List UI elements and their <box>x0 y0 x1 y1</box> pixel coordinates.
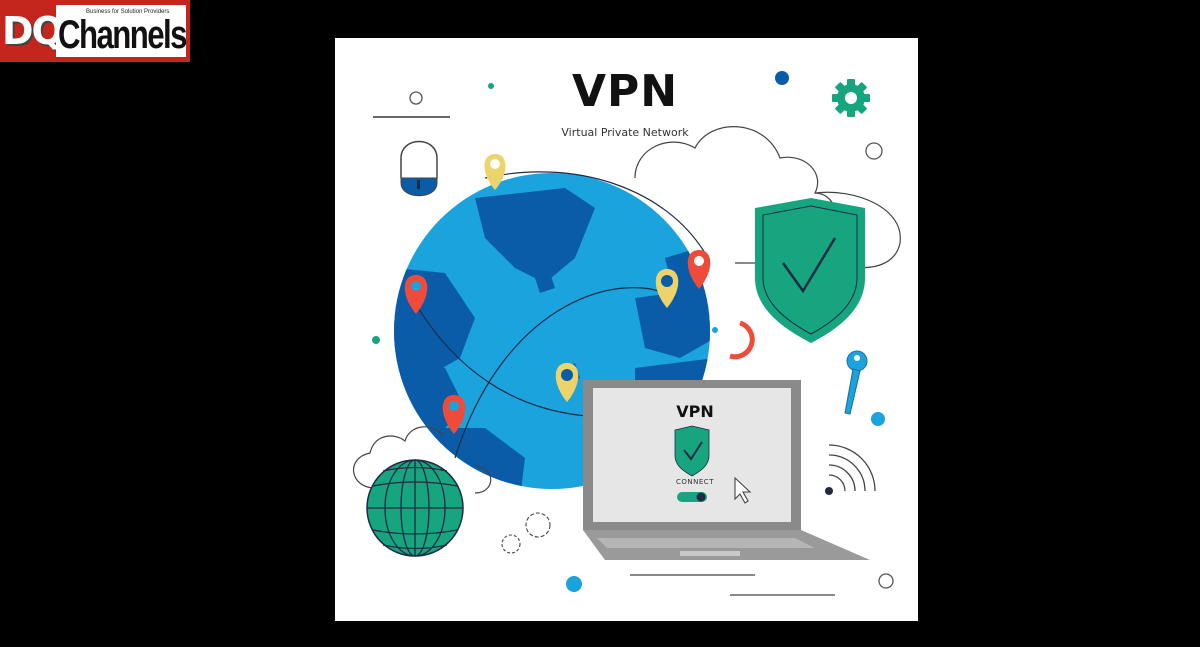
decor-dot-green <box>488 83 494 89</box>
padlock-icon <box>400 140 438 197</box>
map-pin-icon <box>404 275 428 314</box>
illustration-title: VPN <box>571 66 679 117</box>
illustration-canvas <box>352 71 901 596</box>
map-pin-icon <box>442 395 466 434</box>
cloud-icon <box>352 426 492 494</box>
cursor-icon <box>734 476 752 504</box>
loading-arc-icon <box>729 320 755 360</box>
connect-toggle <box>677 492 707 502</box>
map-pin-icon <box>687 250 711 289</box>
map-pin-icon <box>484 154 506 190</box>
illustration-subtitle: Virtual Private Network <box>561 126 689 139</box>
decor-dot-cyan <box>566 576 582 592</box>
gear-outline-icon <box>501 512 551 554</box>
decor-dot-green <box>372 336 380 344</box>
screen-shield-icon <box>674 425 710 477</box>
wifi-icon <box>825 444 876 495</box>
logo-tagline: Business for Solution Providers <box>86 9 170 15</box>
decor-ring <box>409 91 423 105</box>
logo-dq-text: DQ <box>2 9 64 53</box>
vpn-illustration: VPN Virtual Private Network VPN CONNECT <box>335 38 918 621</box>
decor-ring <box>878 573 894 589</box>
decor-dot-blue <box>775 71 789 85</box>
map-pin-icon <box>555 363 579 402</box>
dq-channels-logo: DQ Business for Solution Providers Chann… <box>0 0 190 62</box>
decor-dot-cyan <box>712 327 718 333</box>
key-icon <box>844 350 868 415</box>
map-pin-icon <box>655 269 679 308</box>
logo-channels-text: Channels <box>58 13 188 57</box>
gear-icon <box>832 79 870 117</box>
globe-icon <box>366 459 464 557</box>
connect-label: CONNECT <box>676 478 714 486</box>
logo-name-box: Business for Solution Providers Channels <box>56 5 188 57</box>
decor-dot-cyan <box>871 412 885 426</box>
shield-check-icon <box>755 198 865 343</box>
decor-ring <box>865 142 883 160</box>
laptop-screen-title: VPN <box>676 402 714 421</box>
